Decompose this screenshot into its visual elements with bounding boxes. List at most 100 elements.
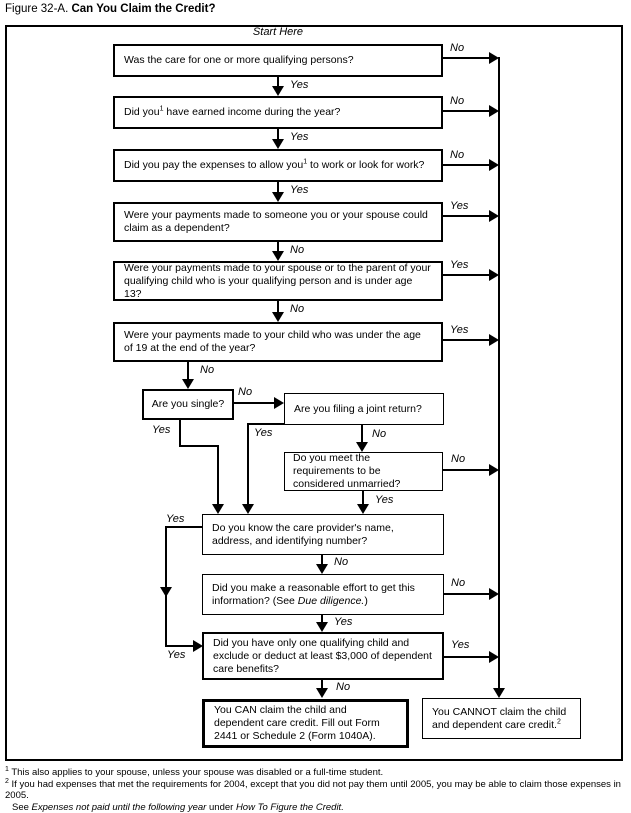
connector-single-no (234, 402, 274, 404)
label-joint-yes: Yes (254, 427, 273, 439)
arrowhead-q1-yes (272, 86, 284, 96)
arrowhead-q4-yes (489, 210, 499, 222)
arrowhead-q3-no (489, 159, 499, 171)
label-q1-yes: Yes (290, 79, 309, 91)
connector-q6-no (187, 362, 189, 379)
connector-effort-no (443, 593, 489, 595)
figure-title: Figure 32-A. Can You Claim the Credit? (5, 3, 215, 15)
question-box-single: Are you single? (142, 389, 234, 420)
arrowhead-q2-no (489, 105, 499, 117)
figure-label: Figure 32-A. (5, 3, 69, 15)
connector-unmarried-yes (362, 491, 364, 504)
connector-q2-yes (277, 129, 279, 139)
question-effort-text: Did you make a reasonable effort to get … (212, 581, 415, 607)
question-box-5: Were your payments made to your spouse o… (113, 261, 443, 301)
footnotes: 1 This also applies to your spouse, unle… (5, 766, 625, 813)
question-1-text: Was the care for one or more qualifying … (124, 54, 354, 66)
question-box-2: Did you1 have earned income during the y… (113, 96, 443, 129)
question-provider-text: Do you know the care provider's name, ad… (212, 521, 394, 547)
label-unmarried-yes: Yes (375, 494, 394, 506)
connector-q5-yes (443, 274, 489, 276)
question-unmarried-text: Do you meet the requirements to be consi… (293, 452, 401, 490)
connector-effort-yes (321, 615, 323, 622)
question-box-4: Were your payments made to someone you o… (113, 202, 443, 242)
arrowhead-one-child-no (316, 688, 328, 698)
label-provider-no: No (334, 556, 349, 568)
start-here-label: Start Here (252, 26, 304, 38)
question-single-text: Are you single? (151, 398, 225, 410)
connector-single-yes-v1 (179, 420, 181, 447)
connector-q6-yes (443, 339, 489, 341)
arrowhead-q2-yes (272, 139, 284, 149)
arrowhead-q4-no (272, 251, 284, 261)
question-one-child-text: Did you have only one qualifying child a… (213, 636, 432, 675)
connector-joint-yes-h (247, 423, 285, 425)
label-provider-yes-bottom: Yes (167, 649, 186, 661)
arrowhead-single-yes (212, 504, 224, 514)
label-effort-no: No (451, 577, 466, 589)
arrowhead-single-no (274, 397, 284, 409)
outcome-box-can-claim: You CAN claim the child and dependent ca… (202, 699, 409, 748)
connector-q1-no (443, 57, 489, 59)
question-box-6: Were your payments made to your child wh… (113, 322, 443, 362)
label-effort-yes: Yes (334, 616, 353, 628)
arrowhead-joint-no (356, 442, 368, 452)
label-joint-no: No (372, 428, 387, 440)
arrowhead-joint-yes (242, 504, 254, 514)
arrowhead-q3-yes (272, 192, 284, 202)
arrowhead-q5-no (272, 312, 284, 322)
label-q1-no: No (450, 42, 465, 54)
connector-provider-yes-v (165, 526, 167, 647)
arrowhead-provider-no (316, 564, 328, 574)
arrowhead-one-child-yes (489, 651, 499, 663)
outcome-can-text: You CAN claim the child and dependent ca… (214, 704, 380, 742)
connector-q4-no (277, 242, 279, 251)
question-box-unmarried: Do you meet the requirements to be consi… (284, 452, 443, 491)
outcome-box-cannot-claim: You CANNOT claim the child and dependent… (422, 698, 581, 739)
label-q5-yes: Yes (450, 259, 469, 271)
question-box-provider: Do you know the care provider's name, ad… (202, 514, 444, 555)
question-4-text: Were your payments made to someone you o… (124, 209, 428, 234)
arrowhead-q5-yes (489, 269, 499, 281)
label-q3-no: No (450, 149, 465, 161)
arrowhead-unmarried-no (489, 464, 499, 476)
label-provider-yes-top: Yes (166, 513, 185, 525)
arrowhead-provider-yes (193, 640, 203, 652)
label-q6-yes: Yes (450, 324, 469, 336)
question-3-text: Did you pay the expenses to allow you1 t… (124, 158, 425, 172)
arrowhead-q6-yes (489, 334, 499, 346)
question-5-text: Were your payments made to your spouse o… (124, 261, 431, 300)
connector-unmarried-no (442, 469, 489, 471)
footnote-2-continued: See Expenses not paid until the followin… (12, 801, 344, 813)
label-unmarried-no: No (451, 453, 466, 465)
connector-q3-no (443, 164, 489, 166)
arrowhead-effort-yes (316, 622, 328, 632)
label-one-child-no: No (336, 681, 351, 693)
connector-joint-no (361, 425, 363, 442)
label-single-no: No (238, 386, 253, 398)
connector-provider-yes-h2 (165, 645, 193, 647)
connector-provider-no (321, 555, 323, 564)
connector-joint-yes-v (247, 423, 249, 504)
arrowhead-unmarried-yes (357, 504, 369, 514)
label-q2-yes: Yes (290, 131, 309, 143)
connector-provider-yes-h1 (165, 526, 202, 528)
arrowhead-provider-yes-mid (160, 587, 172, 597)
arrowhead-effort-no (489, 588, 499, 600)
label-q6-no: No (200, 364, 215, 376)
question-box-joint-return: Are you filing a joint return? (284, 393, 444, 425)
figure-title-text: Can You Claim the Credit? (71, 3, 216, 15)
question-box-1: Was the care for one or more qualifying … (113, 44, 443, 77)
label-q4-yes: Yes (450, 200, 469, 212)
connector-one-child-yes (443, 656, 489, 658)
label-q3-yes: Yes (290, 184, 309, 196)
connector-q4-yes (443, 215, 489, 217)
label-single-yes: Yes (152, 424, 171, 436)
question-2-text: Did you1 have earned income during the y… (124, 105, 341, 119)
arrowhead-q6-no (182, 379, 194, 389)
outcome-cannot-text: You CANNOT claim the child and dependent… (432, 705, 567, 731)
connector-single-yes-h (179, 445, 219, 447)
connector-q5-no (277, 301, 279, 312)
arrowhead-cannot (493, 688, 505, 698)
